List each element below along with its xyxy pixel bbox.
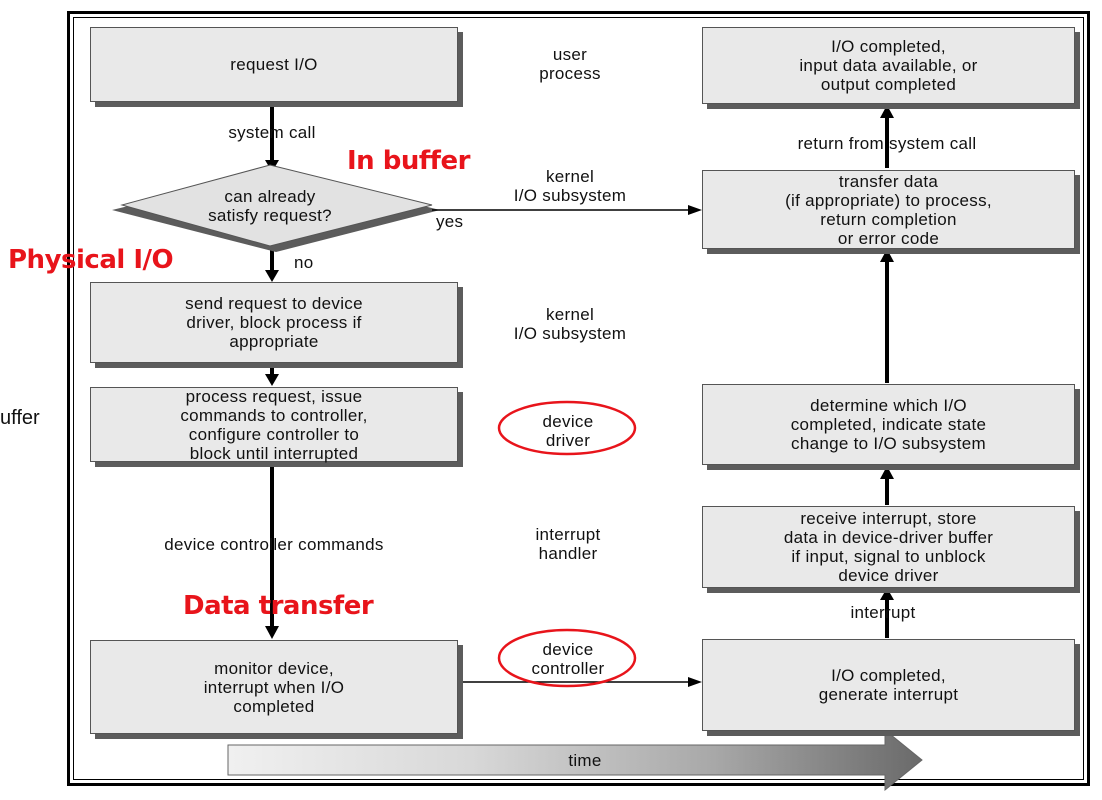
arrowhead-yes — [688, 205, 702, 215]
outer-frame — [67, 11, 1090, 786]
decision-label: can already satisfy request? — [208, 187, 332, 225]
arrowhead-to-transfer — [880, 249, 894, 262]
arrowhead-to-determine — [880, 466, 894, 479]
arrowhead-to-process — [265, 374, 279, 386]
layer-device-controller: device controller — [531, 640, 605, 678]
layer-interrupt-handler: interrupt handler — [535, 525, 601, 563]
label-system-call: system call — [228, 123, 316, 142]
label-return-from-system-call: return from system call — [797, 134, 977, 153]
annotation-in-buffer: In buffer — [347, 146, 470, 176]
send-request-box: send request to device driver, block pro… — [90, 282, 458, 363]
arrowhead-to-send — [265, 270, 279, 282]
io-completed-generate-box: I/O completed, generate interrupt — [702, 639, 1075, 731]
label-interrupt: interrupt — [850, 603, 916, 622]
layer-device-driver: device driver — [542, 412, 594, 450]
layer-kernel-io-2: kernel I/O subsystem — [513, 305, 627, 343]
layer-kernel-io-1: kernel I/O subsystem — [513, 167, 627, 205]
monitor-device-box: monitor device, interrupt when I/O compl… — [90, 640, 458, 734]
label-yes: yes — [436, 212, 464, 231]
arrowhead-to-receive — [880, 588, 894, 600]
clipped-text: uffer — [0, 407, 40, 429]
io-completed-box: I/O completed, input data available, or … — [702, 27, 1075, 104]
process-request-box: process request, issue commands to contr… — [90, 387, 458, 463]
label-device-controller-commands: device controller commands — [164, 535, 384, 554]
arrowhead-to-completed — [688, 677, 702, 687]
determine-io-box: determine which I/O completed, indicate … — [702, 384, 1075, 465]
time-arrow — [227, 728, 923, 792]
label-no: no — [294, 253, 314, 272]
request-io-box: request I/O — [90, 27, 458, 102]
inner-frame — [73, 17, 1084, 780]
receive-interrupt-box: receive interrupt, store data in device-… — [702, 506, 1075, 588]
annotation-physical-io: Physical I/O — [8, 245, 174, 275]
highlight-device-controller — [497, 628, 637, 688]
decision-diamond — [120, 164, 433, 247]
arrowhead-to-monitor — [265, 626, 279, 639]
layer-user-process: user process — [539, 45, 601, 83]
arrowhead-to-io-completed — [880, 105, 894, 118]
time-label: time — [568, 751, 602, 770]
highlight-device-driver — [497, 400, 637, 456]
transfer-data-box: transfer data (if appropriate) to proces… — [702, 170, 1075, 249]
annotation-data-transfer: Data transfer — [183, 591, 374, 621]
